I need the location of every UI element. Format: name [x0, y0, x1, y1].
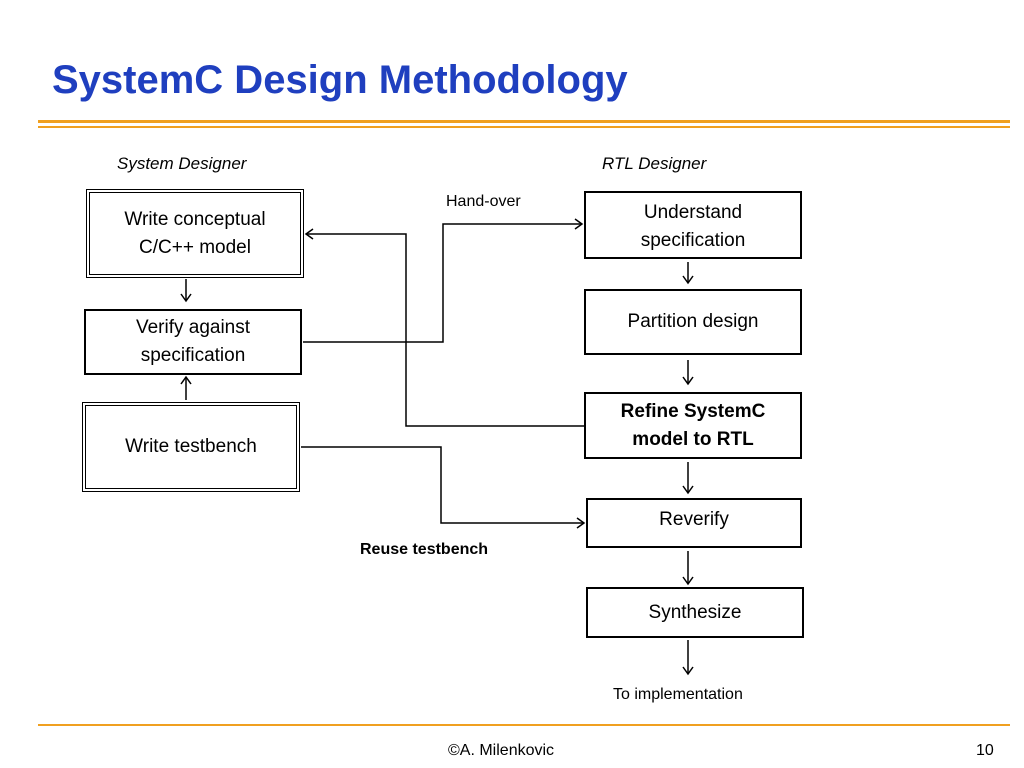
arrowhead-testbench-to-verify	[180, 375, 192, 385]
arrowhead-refine-to-reverify	[682, 485, 694, 495]
arrowhead-refine-to-conceptual	[304, 228, 314, 240]
box-reverify: Reverify	[586, 498, 802, 548]
column-label-rtl-designer: RTL Designer	[602, 154, 707, 173]
box-partition-design: Partition design	[584, 289, 802, 355]
title-rule-thick	[38, 120, 1010, 123]
column-label-system-designer: System Designer	[117, 154, 247, 173]
box-refine-systemc-model-label: Refine SystemC model to RTL	[620, 400, 766, 450]
box-synthesize-label: Synthesize	[648, 601, 742, 623]
footer-page-number: 10	[976, 742, 994, 759]
footer-author: ©A. Milenkovic	[448, 742, 555, 759]
box-understand-specification-label: Understand specification	[640, 202, 746, 251]
box-write-conceptual-model-label: Write conceptual C/C++ model	[124, 208, 266, 258]
arrow-reuse-testbench	[301, 446, 584, 524]
box-reverify-label: Reverify	[659, 509, 729, 530]
box-synthesize: Synthesize	[586, 587, 804, 638]
arrowhead-partition-to-refine	[682, 376, 694, 386]
arrow-refine-to-conceptual	[306, 233, 584, 427]
note-reuse-testbench: Reuse testbench	[360, 541, 489, 558]
note-hand-over: Hand-over	[446, 193, 521, 210]
box-write-conceptual-model: Write conceptual C/C++ model	[86, 189, 304, 278]
box-verify-against-specification-label: Verify against specification	[135, 317, 251, 366]
box-write-testbench-label: Write testbench	[125, 436, 257, 458]
arrowhead-reuse-testbench	[576, 517, 586, 529]
arrowhead-handover	[574, 218, 584, 230]
arrowhead-understand-to-partition	[682, 275, 694, 285]
box-write-testbench: Write testbench	[82, 402, 300, 492]
title-rule-thin	[38, 126, 1010, 128]
box-refine-systemc-model: Refine SystemC model to RTL	[584, 392, 802, 459]
box-verify-against-specification: Verify against specification	[84, 309, 302, 375]
arrowhead-synthesize-to-implementation	[682, 666, 694, 676]
arrowhead-reverify-to-synthesize	[682, 576, 694, 586]
slide-title: SystemC Design Methodology	[52, 58, 628, 102]
arrowhead-conceptual-to-verify	[180, 293, 192, 303]
box-understand-specification: Understand specification	[584, 191, 802, 259]
box-partition-design-label: Partition design	[627, 311, 759, 333]
arrow-handover	[303, 223, 582, 343]
note-to-implementation: To implementation	[613, 686, 743, 703]
footer-rule	[38, 724, 1010, 726]
